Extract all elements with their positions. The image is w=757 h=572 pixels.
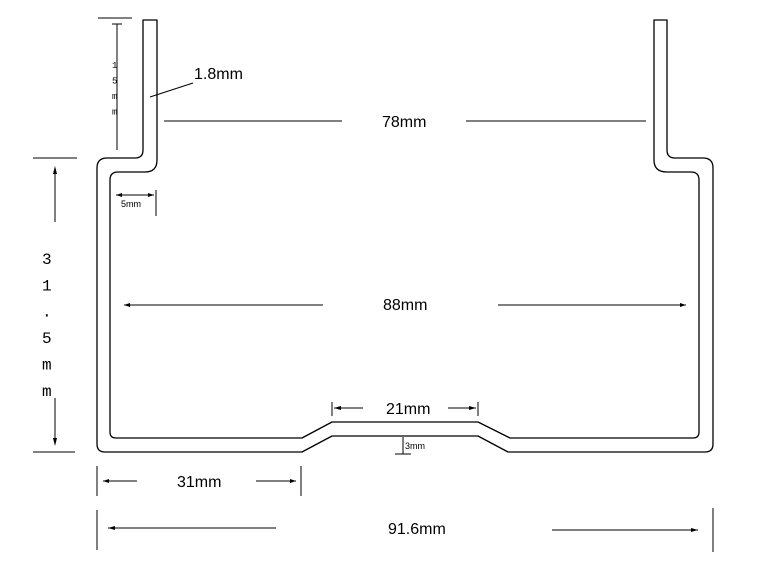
- thickness-leader: [149, 82, 194, 98]
- flange-radius-arrow-right: [148, 193, 154, 197]
- profile-outer-outline: [96, 19, 714, 453]
- total-width-arrow-right: [691, 528, 698, 532]
- bump-width-arrow-left: [334, 406, 341, 410]
- bump-width-arrow-right: [469, 406, 476, 410]
- inner-width-arrow-right: [680, 303, 686, 307]
- total-height-arrow-top: [53, 166, 57, 174]
- inner-width-label: 88mm: [383, 297, 427, 314]
- bump-width-label: 21mm: [386, 401, 430, 418]
- bump-height-label: 3mm: [405, 441, 425, 451]
- flange-radius-label: 5mm: [121, 199, 141, 209]
- left-segment-arrow-left: [103, 479, 109, 483]
- thickness-label: 1.8mm: [194, 66, 243, 83]
- top-width-label: 78mm: [382, 114, 426, 131]
- total-height-arrow-bottom: [53, 438, 57, 446]
- left-segment-arrow-right: [290, 479, 296, 483]
- left-segment-label: 31mm: [177, 474, 221, 491]
- total-width-label: 91.6mm: [388, 521, 446, 538]
- total-width-arrow-left: [108, 526, 115, 530]
- flange-radius-arrow-left: [116, 193, 122, 197]
- inner-width-arrow-left: [124, 303, 130, 307]
